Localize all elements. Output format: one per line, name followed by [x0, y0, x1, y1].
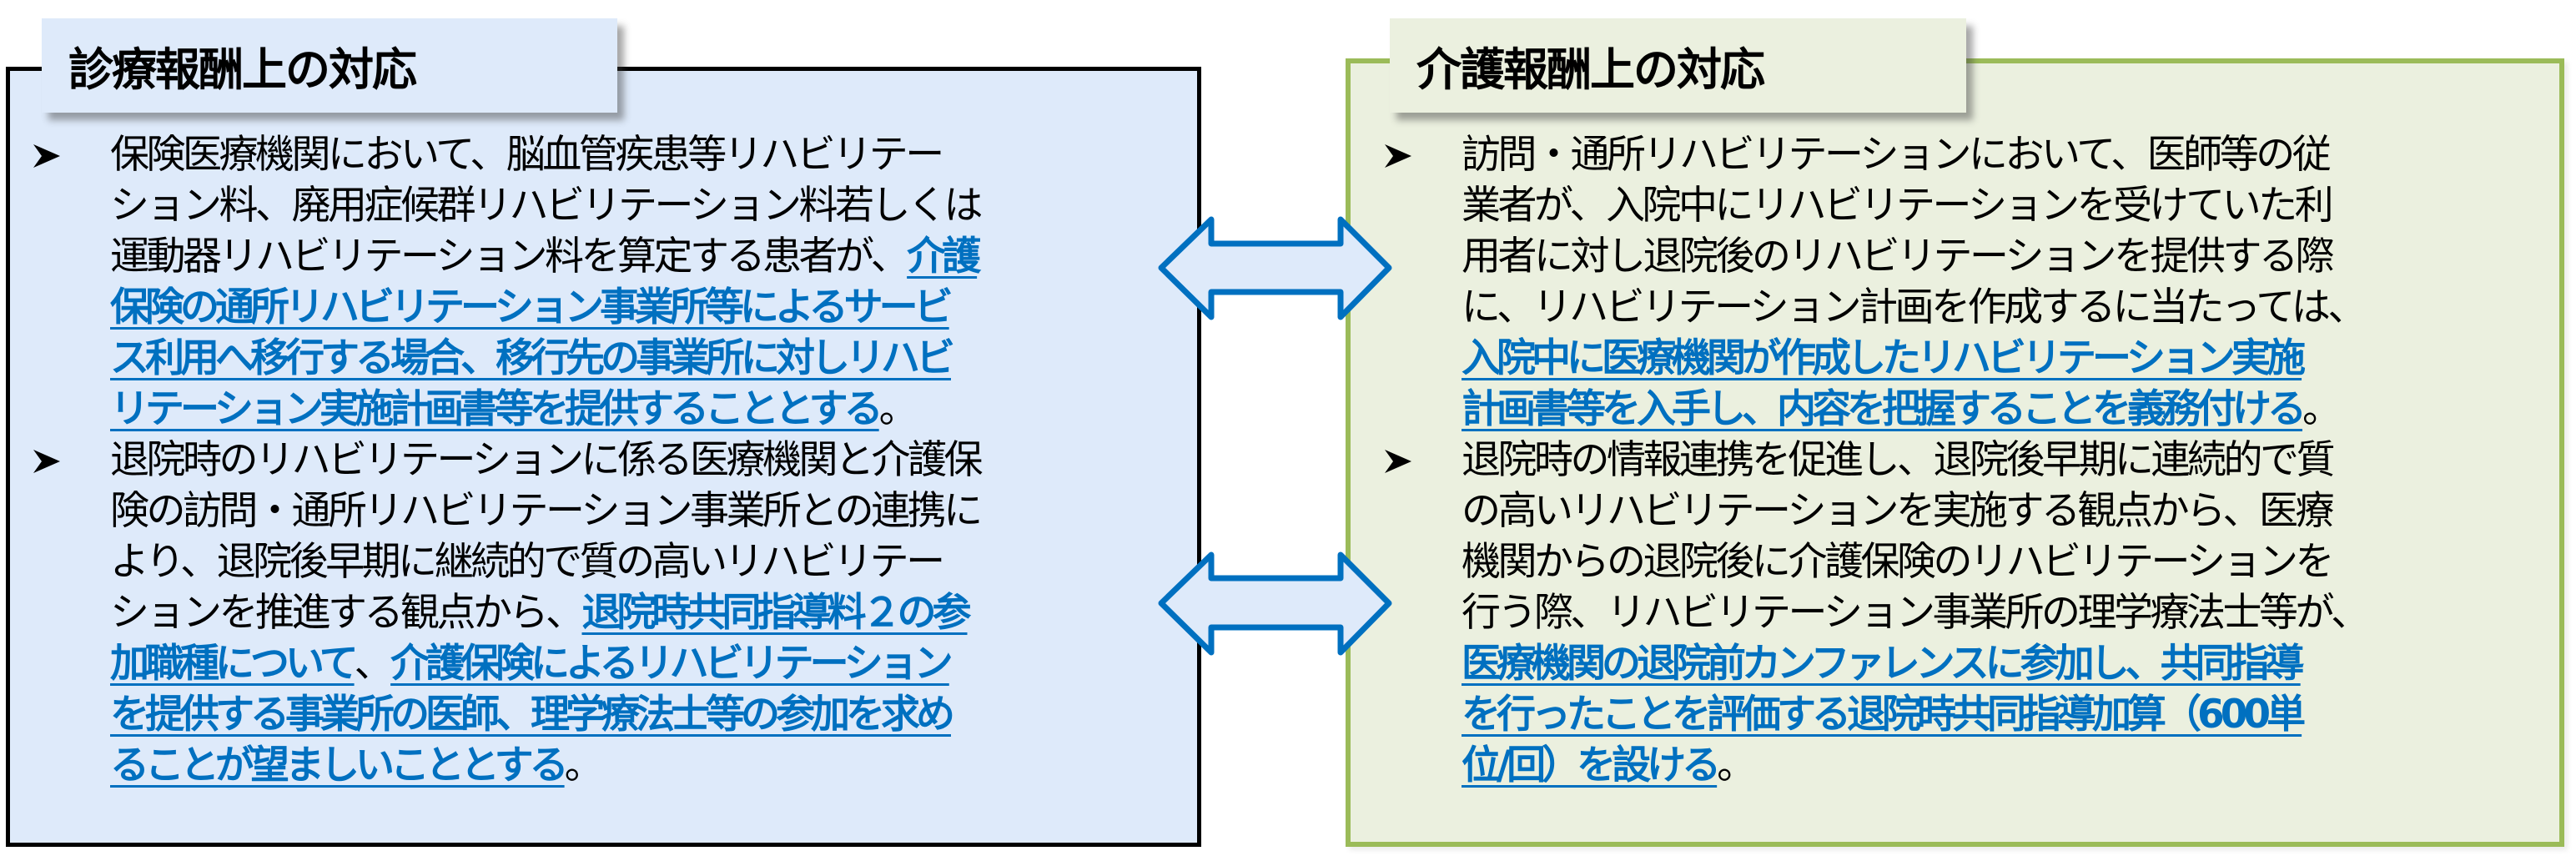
text-line: 退院時のリハビリテーションに係る医療機関と介護保 — [110, 435, 1161, 486]
medical-fee-title-text: 診療報酬上の対応 — [68, 43, 417, 96]
body-text: 。 — [878, 386, 918, 432]
text-line: 業者が、入院中にリハビリテーションを受けていた利 — [1462, 180, 2546, 231]
highlighted-text: 保険の通所リハビリテーション事業所等によるサービ — [110, 284, 953, 330]
body-text: 機関からの退院後に介護保険のリハビリテーションを — [1462, 539, 2335, 585]
highlighted-text: 医療機関の退院前カンファレンスに参加し、共同指導 — [1462, 641, 2305, 687]
body-text: より、退院後早期に継続的で質の高いリハビリテー — [110, 539, 945, 585]
highlighted-text: 加職種について — [110, 641, 359, 687]
body-text: 業者が、入院中にリハビリテーションを受けていた利 — [1462, 183, 2334, 229]
text-line: 険の訪問・通所リハビリテーション事業所との連携に — [110, 486, 1161, 536]
body-text: 行う際、リハビリテーション事業所の理学療法士等が、 — [1462, 590, 2370, 636]
highlighted-text: 位/回）を設ける — [1462, 743, 1721, 788]
text-line: 用者に対し退院後のリハビリテーションを提供する際 — [1462, 231, 2546, 282]
body-text: 、 — [354, 641, 394, 687]
text-line: 訪問・通所リハビリテーションにおいて、医師等の従 — [1462, 129, 2546, 180]
body-text: 運動器リハビリテーション料を算定する患者が、 — [110, 234, 910, 279]
care-fee-content: 訪問・通所リハビリテーションにおいて、医師等の従業者が、入院中にリハビリテーショ… — [1378, 129, 2546, 791]
text-line: 計画書等を入手し、内容を把握することを義務付ける。 — [1462, 384, 2546, 435]
medical-fee-panel — [6, 67, 1201, 847]
text-line: に、リハビリテーション計画を作成するに当たっては、 — [1462, 282, 2546, 333]
text-line: 医療機関の退院前カンファレンスに参加し、共同指導 — [1462, 638, 2546, 689]
text-line: 行う際、リハビリテーション事業所の理学療法士等が、 — [1462, 587, 2546, 638]
text-line: ション料、廃用症候群リハビリテーション料若しくは — [110, 180, 1161, 231]
body-text: 。 — [564, 743, 604, 788]
text-line: 入院中に医療機関が作成したリハビリテーション実施 — [1462, 333, 2546, 384]
text-line: 保険医療機関において、脳血管疾患等リハビリテー — [110, 129, 1161, 180]
arrowhead-bullet-icon — [1385, 144, 1411, 168]
medical-fee-content: 保険医療機関において、脳血管疾患等リハビリテーション料、廃用症候群リハビリテーシ… — [27, 129, 1161, 791]
text-line: を行ったことを評価する退院時共同指導加算（600単 — [1462, 689, 2546, 740]
highlighted-text: を行ったことを評価する退院時共同指導加算（600単 — [1462, 692, 2306, 738]
body-text: に、リハビリテーション計画を作成するに当たっては、 — [1462, 284, 2367, 330]
highlighted-text: リテーション実施計画書等を提供することとする — [110, 386, 883, 432]
body-text: 。 — [1717, 743, 1756, 788]
highlighted-text: ることが望ましいこととする — [110, 743, 569, 788]
highlighted-text: 介護 — [907, 234, 981, 279]
body-text: ションを推進する観点から、 — [110, 590, 585, 636]
bullet-item: 退院時のリハビリテーションに係る医療機関と介護保険の訪問・通所リハビリテーション… — [27, 435, 1161, 791]
body-text: 退院時のリハビリテーションに係る医療機関と介護保 — [110, 437, 984, 483]
bullet-item: 保険医療機関において、脳血管疾患等リハビリテーション料、廃用症候群リハビリテーシ… — [27, 129, 1161, 435]
text-line: の高いリハビリテーションを実施する観点から、医療 — [1462, 486, 2546, 536]
text-line: ションを推進する観点から、退院時共同指導料２の参 — [110, 587, 1161, 638]
body-text: 訪問・通所リハビリテーションにおいて、医師等の従 — [1462, 132, 2332, 178]
body-text: 険の訪問・通所リハビリテーション事業所との連携に — [110, 488, 983, 534]
body-text: ション料、廃用症候群リハビリテーション料若しくは — [110, 183, 984, 229]
arrowhead-bullet-icon — [1385, 450, 1411, 473]
text-line: 機関からの退院後に介護保険のリハビリテーションを — [1462, 536, 2546, 587]
medical-fee-title: 診療報酬上の対応 — [42, 18, 617, 113]
highlighted-text: 介護保険によるリハビリテーション — [390, 641, 953, 687]
body-text: 退院時の情報連携を促進し、退院後早期に連続的で質 — [1462, 437, 2336, 483]
highlighted-text: ス利用へ移行する場合、移行先の事業所に対しリハビ — [110, 335, 955, 381]
bullet-item: 訪問・通所リハビリテーションにおいて、医師等の従業者が、入院中にリハビリテーショ… — [1378, 129, 2546, 435]
highlighted-text: 入院中に医療機関が作成したリハビリテーション実施 — [1462, 335, 2306, 381]
body-text: 保険医療機関において、脳血管疾患等リハビリテー — [110, 132, 944, 178]
highlighted-text: 退院時共同指導料２の参 — [581, 590, 972, 636]
text-line: 運動器リハビリテーション料を算定する患者が、介護 — [110, 231, 1161, 282]
arrowhead-bullet-icon — [33, 450, 60, 473]
text-line: を提供する事業所の医師、理学療法士等の参加を求め — [110, 689, 1161, 740]
bullet-item: 退院時の情報連携を促進し、退院後早期に連続的で質の高いリハビリテーションを実施す… — [1378, 435, 2546, 791]
text-line: 位/回）を設ける。 — [1462, 740, 2546, 791]
care-fee-panel — [1346, 58, 2564, 847]
highlighted-text: を提供する事業所の医師、理学療法士等の参加を求め — [110, 692, 955, 738]
text-line: ることが望ましいこととする。 — [110, 740, 1161, 791]
text-line: 加職種について、介護保険によるリハビリテーション — [110, 638, 1161, 689]
text-line: リテーション実施計画書等を提供することとする。 — [110, 384, 1161, 435]
care-fee-title-text: 介護報酬上の対応 — [1416, 43, 1765, 96]
text-line: より、退院後早期に継続的で質の高いリハビリテー — [110, 536, 1161, 587]
arrowhead-bullet-icon — [33, 144, 60, 168]
text-line: ス利用へ移行する場合、移行先の事業所に対しリハビ — [110, 333, 1161, 384]
text-line: 退院時の情報連携を促進し、退院後早期に連続的で質 — [1462, 435, 2546, 486]
body-text: の高いリハビリテーションを実施する観点から、医療 — [1462, 488, 2335, 534]
highlighted-text: 計画書等を入手し、内容を把握することを義務付ける — [1462, 386, 2307, 432]
text-line: 保険の通所リハビリテーション事業所等によるサービ — [110, 282, 1161, 333]
care-fee-title: 介護報酬上の対応 — [1390, 18, 1966, 113]
body-text: 。 — [2302, 386, 2342, 432]
body-text: 用者に対し退院後のリハビリテーションを提供する際 — [1462, 234, 2335, 279]
